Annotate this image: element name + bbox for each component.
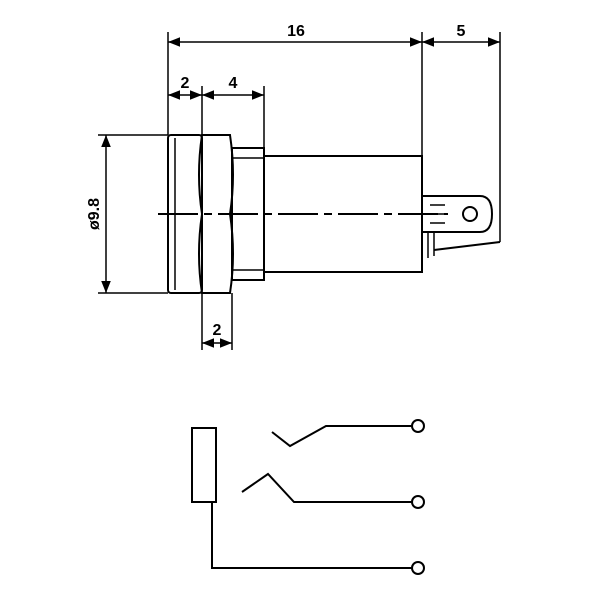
dim-label-5: 5 [457, 23, 466, 40]
sleeve-contact [191, 427, 217, 503]
dim-label-16: 16 [287, 23, 305, 40]
lower-terminal [411, 495, 425, 509]
upper-contact [271, 425, 412, 448]
upper-terminal [411, 419, 425, 433]
solder-tab [422, 195, 494, 233]
schematic-symbol [191, 419, 425, 575]
dim-label-nut: 4 [229, 75, 238, 92]
dimensions: 16 5 2 4 ø9.8 2 [86, 23, 501, 350]
tab-hole [462, 206, 478, 222]
dim-label-nut-bottom: 2 [213, 322, 222, 339]
lower-contact [241, 472, 412, 503]
sleeve-lead [211, 502, 412, 569]
side-view [158, 134, 501, 294]
dim-label-flange: 2 [181, 75, 190, 92]
sleeve-terminal [411, 561, 425, 575]
dim-label-diameter: ø9.8 [86, 198, 103, 230]
terminal-wire [433, 241, 501, 251]
